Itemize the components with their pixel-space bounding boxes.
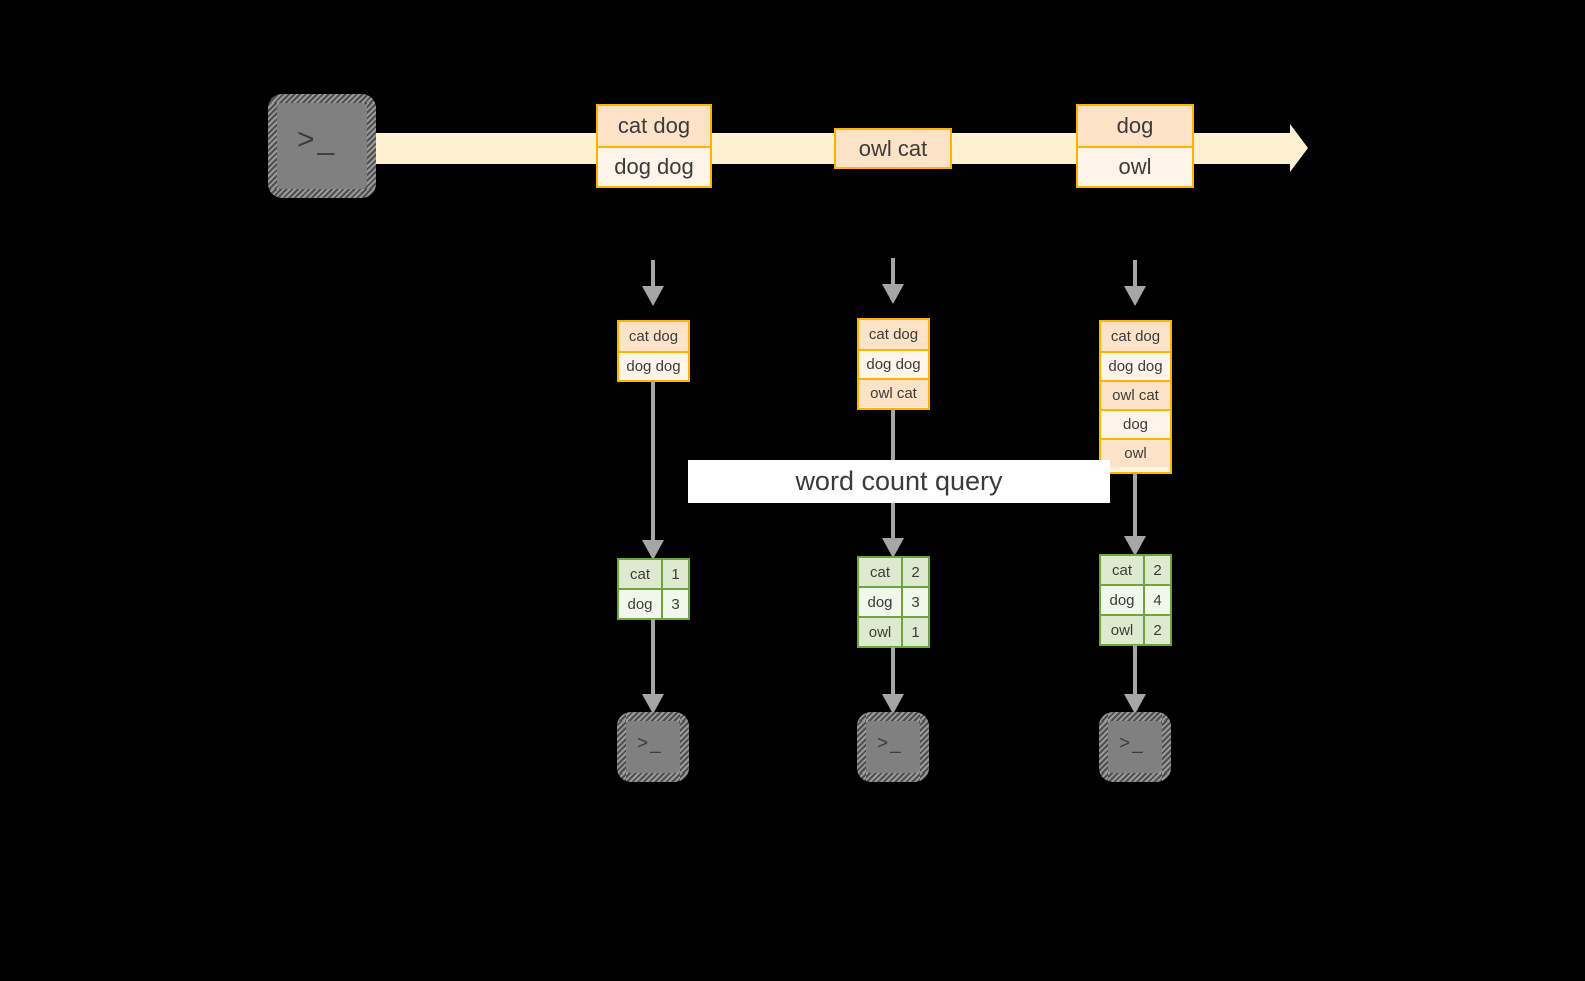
- table-row: owl 2: [1101, 614, 1170, 644]
- result-count-cell: 1: [901, 618, 928, 646]
- query-connector-arrowhead-3: [1124, 536, 1146, 556]
- stream-band-mid-2: [952, 133, 1076, 164]
- query-connector-1: [651, 381, 655, 544]
- result-word-cell: owl: [859, 618, 901, 646]
- stream-event-line-text: owl: [1118, 154, 1152, 179]
- snapshot-input-line: owl cat: [859, 378, 928, 407]
- snapshot-input-line-text: dog dog: [626, 358, 681, 375]
- snapshot-input-line: cat dog: [619, 322, 688, 351]
- snapshot-input-line-text: dog dog: [1108, 358, 1163, 375]
- table-row: cat 2: [859, 558, 928, 586]
- stream-event-line-text: dog dog: [614, 154, 694, 179]
- sink-connector-arrowhead-3: [1124, 694, 1146, 714]
- table-row: dog 3: [859, 586, 928, 616]
- stream-event-line-text: cat dog: [617, 113, 691, 138]
- terminal-prompt-glyph: >_: [297, 123, 338, 156]
- stream-event-2[interactable]: owl cat: [834, 128, 952, 169]
- query-label: word count query: [688, 460, 1110, 503]
- snapshot-trigger-arrowhead-2: [882, 284, 904, 304]
- source-terminal-icon[interactable]: >_: [268, 94, 376, 198]
- snapshot-input-line-text: owl cat: [1112, 387, 1159, 404]
- result-word-cell: owl: [1101, 616, 1143, 644]
- terminal-screen: [866, 721, 920, 773]
- stream-event-3[interactable]: dog owl: [1076, 104, 1194, 188]
- snapshot-input-line-text: owl cat: [870, 385, 917, 402]
- table-row: cat 1: [619, 560, 688, 588]
- result-word-cell: cat: [619, 560, 661, 588]
- snapshot-input-line-text: dog: [1122, 416, 1149, 433]
- snapshot-trigger-arrowhead-3: [1124, 286, 1146, 306]
- stream-event-line: dog: [1078, 106, 1192, 146]
- stream-band-left: [366, 133, 598, 164]
- result-count-cell: 3: [661, 590, 688, 618]
- table-row: cat 2: [1101, 556, 1170, 584]
- terminal-screen: [277, 103, 367, 189]
- snapshot-input-line-text: owl: [1124, 445, 1147, 462]
- sink-connector-2: [891, 647, 895, 698]
- result-word-cell: dog: [1101, 586, 1143, 614]
- stream-event-line-text: dog: [1116, 113, 1154, 138]
- right-arrow-icon: [1290, 124, 1308, 172]
- query-connector-3: [1133, 473, 1137, 542]
- result-word-cell: cat: [859, 558, 901, 586]
- snapshot-1-input-box[interactable]: cat dog dog dog: [617, 320, 690, 382]
- terminal-prompt-glyph: >_: [637, 733, 663, 754]
- snapshot-input-line: dog dog: [1101, 351, 1170, 380]
- table-row: dog 4: [1101, 584, 1170, 614]
- terminal-screen: [1108, 721, 1162, 773]
- result-word-cell: dog: [619, 590, 661, 618]
- snapshot-trigger-arrowhead-1: [642, 286, 664, 306]
- snapshot-1-sink-terminal-icon[interactable]: >_: [617, 712, 689, 782]
- snapshot-trigger-line-1: [651, 260, 655, 286]
- snapshot-2-sink-terminal-icon[interactable]: >_: [857, 712, 929, 782]
- result-word-cell: dog: [859, 588, 901, 616]
- snapshot-trigger-line-2: [891, 258, 895, 284]
- snapshot-input-line: dog: [1101, 409, 1170, 438]
- snapshot-input-line-text: dog dog: [866, 356, 921, 373]
- snapshot-1-result-table[interactable]: cat 1 dog 3: [617, 558, 690, 620]
- stream-event-line: cat dog: [598, 106, 710, 146]
- terminal-prompt-glyph: >_: [1119, 733, 1145, 754]
- terminal-prompt-glyph: >_: [877, 733, 903, 754]
- snapshot-input-line: cat dog: [859, 320, 928, 349]
- snapshot-3-sink-terminal-icon[interactable]: >_: [1099, 712, 1171, 782]
- sink-connector-arrowhead-1: [642, 694, 664, 714]
- snapshot-3-input-box[interactable]: cat dog dog dog owl cat dog owl: [1099, 320, 1172, 474]
- snapshot-input-line: owl cat: [1101, 380, 1170, 409]
- snapshot-input-line-text: cat dog: [1110, 328, 1161, 345]
- snapshot-input-line: owl: [1101, 438, 1170, 467]
- stream-event-line: dog dog: [598, 146, 710, 186]
- result-count-cell: 4: [1143, 586, 1170, 614]
- sink-connector-arrowhead-2: [882, 694, 904, 714]
- stream-band-mid-1: [710, 133, 836, 164]
- snapshot-input-line: dog dog: [619, 351, 688, 380]
- table-row: owl 1: [859, 616, 928, 646]
- stream-event-line: owl: [1078, 146, 1192, 186]
- result-count-cell: 2: [1143, 616, 1170, 644]
- result-count-cell: 3: [901, 588, 928, 616]
- result-word-cell: cat: [1101, 556, 1143, 584]
- snapshot-input-line-text: cat dog: [868, 326, 919, 343]
- stream-event-1[interactable]: cat dog dog dog: [596, 104, 712, 188]
- snapshot-trigger-line-3: [1133, 260, 1137, 286]
- snapshot-input-line-text: cat dog: [628, 328, 679, 345]
- snapshot-input-line: cat dog: [1101, 322, 1170, 351]
- result-count-cell: 2: [1143, 556, 1170, 584]
- snapshot-3-result-table[interactable]: cat 2 dog 4 owl 2: [1099, 554, 1172, 646]
- stream-event-line-text: owl cat: [858, 135, 928, 161]
- snapshot-2-input-box[interactable]: cat dog dog dog owl cat: [857, 318, 930, 410]
- snapshot-input-line: dog dog: [859, 349, 928, 378]
- table-row: dog 3: [619, 588, 688, 618]
- sink-connector-3: [1133, 645, 1137, 698]
- terminal-screen: [626, 721, 680, 773]
- result-count-cell: 2: [901, 558, 928, 586]
- stream-band-right: [1194, 133, 1292, 164]
- stream-event-line: owl cat: [836, 130, 950, 167]
- sink-connector-1: [651, 619, 655, 698]
- snapshot-2-result-table[interactable]: cat 2 dog 3 owl 1: [857, 556, 930, 648]
- query-connector-arrowhead-1: [642, 540, 664, 560]
- query-connector-arrowhead-2: [882, 538, 904, 558]
- result-count-cell: 1: [661, 560, 688, 588]
